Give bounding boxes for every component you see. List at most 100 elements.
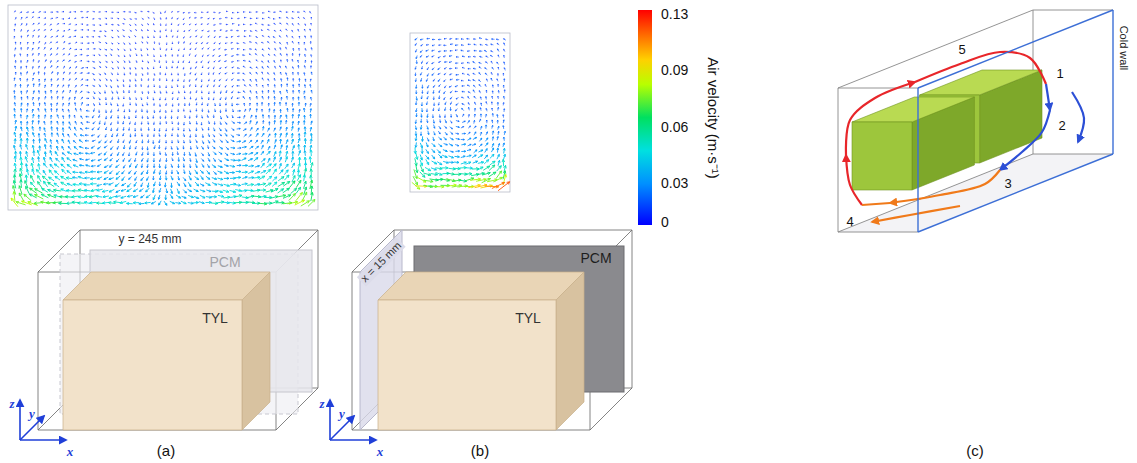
velocity-vector — [225, 85, 226, 87]
velocity-vector — [44, 133, 46, 137]
velocity-vector — [68, 134, 70, 137]
velocity-vector — [468, 107, 469, 110]
velocity-vector — [224, 177, 229, 179]
velocity-vector — [129, 72, 131, 74]
velocity-vector — [220, 91, 221, 94]
velocity-vector — [183, 177, 186, 180]
velocity-vector — [188, 61, 190, 63]
velocity-vector — [291, 157, 293, 162]
velocity-vector — [99, 121, 100, 125]
velocity-vector — [261, 109, 262, 112]
velocity-vector — [254, 153, 258, 156]
velocity-vector — [38, 29, 40, 31]
velocity-vector — [14, 103, 15, 107]
velocity-vector — [93, 79, 95, 81]
velocity-vector — [135, 18, 137, 20]
velocity-vector — [504, 79, 505, 82]
velocity-vector — [297, 11, 299, 13]
velocity-vector — [91, 165, 95, 167]
velocity-vector — [292, 114, 294, 118]
velocity-vector — [484, 155, 487, 159]
velocity-vector — [261, 159, 265, 162]
velocity-vector — [420, 155, 422, 161]
velocity-vector — [93, 54, 95, 56]
velocity-vector — [21, 67, 22, 70]
velocity-vector — [135, 90, 136, 92]
velocity-vector — [280, 115, 282, 119]
velocity-vector — [99, 110, 100, 113]
velocity-vector — [223, 201, 229, 203]
velocity-vector — [416, 113, 418, 117]
velocity-vector — [202, 134, 203, 137]
velocity-vector — [20, 139, 22, 145]
velocity-vector — [291, 133, 293, 138]
velocity-vector — [262, 67, 263, 70]
velocity-vector — [256, 79, 257, 82]
velocity-vector — [89, 195, 96, 198]
velocity-vector — [86, 17, 88, 19]
velocity-vector — [456, 74, 459, 75]
velocity-vector — [247, 184, 254, 187]
velocity-vector — [273, 91, 274, 94]
velocity-vector — [86, 110, 89, 111]
velocity-vector — [292, 121, 294, 125]
velocity-vector — [242, 146, 246, 148]
velocity-vector — [443, 150, 447, 152]
velocity-vector — [80, 60, 82, 62]
velocity-vector — [438, 39, 441, 40]
velocity-vector — [285, 157, 287, 163]
velocity-vector — [38, 157, 40, 162]
velocity-vector — [134, 35, 136, 37]
velocity-vector — [439, 90, 440, 93]
velocity-vector — [492, 131, 494, 135]
velocity-vector — [232, 115, 233, 118]
velocity-vector — [189, 128, 190, 131]
velocity-vector — [262, 49, 264, 50]
velocity-vector — [490, 55, 492, 56]
velocity-vector — [97, 164, 101, 166]
velocity-vector — [147, 152, 148, 156]
velocity-vector — [50, 42, 52, 44]
velocity-vector — [136, 103, 137, 106]
velocity-vector — [98, 153, 102, 155]
velocity-vector — [111, 30, 113, 32]
velocity-vector — [56, 36, 58, 37]
velocity-vector — [196, 90, 197, 93]
velocity-vector — [207, 11, 209, 13]
velocity-vector — [154, 145, 155, 149]
velocity-vector — [486, 132, 488, 135]
velocity-vector — [274, 96, 275, 100]
velocity-vector — [444, 144, 448, 146]
velocity-vector — [226, 103, 227, 106]
velocity-vector — [165, 116, 166, 119]
velocity-vector — [111, 24, 113, 26]
velocity-vector — [433, 85, 435, 88]
velocity-vector — [268, 17, 270, 19]
velocity-vector — [305, 49, 306, 51]
velocity-vector — [433, 108, 434, 111]
velocity-vector — [425, 167, 431, 170]
velocity-vector — [135, 128, 136, 131]
velocity-vector — [160, 17, 162, 19]
velocity-vector — [214, 42, 216, 43]
velocity-vector — [273, 157, 275, 162]
velocity-vector — [287, 108, 288, 112]
velocity-vector — [504, 68, 505, 71]
velocity-vector — [91, 152, 95, 154]
velocity-vector — [183, 48, 185, 50]
velocity-vector — [492, 144, 494, 148]
velocity-vector — [268, 29, 270, 30]
velocity-vector — [305, 103, 306, 107]
velocity-vector — [262, 145, 264, 149]
velocity-vector — [135, 122, 136, 125]
velocity-vector — [104, 183, 109, 185]
velocity-vector — [103, 195, 109, 197]
velocity-vector — [292, 146, 294, 151]
velocity-vector — [38, 53, 39, 56]
velocity-vector — [202, 115, 203, 118]
velocity-vector — [213, 134, 215, 137]
velocity-vector — [207, 23, 209, 24]
velocity-vector — [26, 66, 27, 69]
velocity-vector — [178, 49, 180, 51]
velocity-vector — [498, 144, 500, 148]
